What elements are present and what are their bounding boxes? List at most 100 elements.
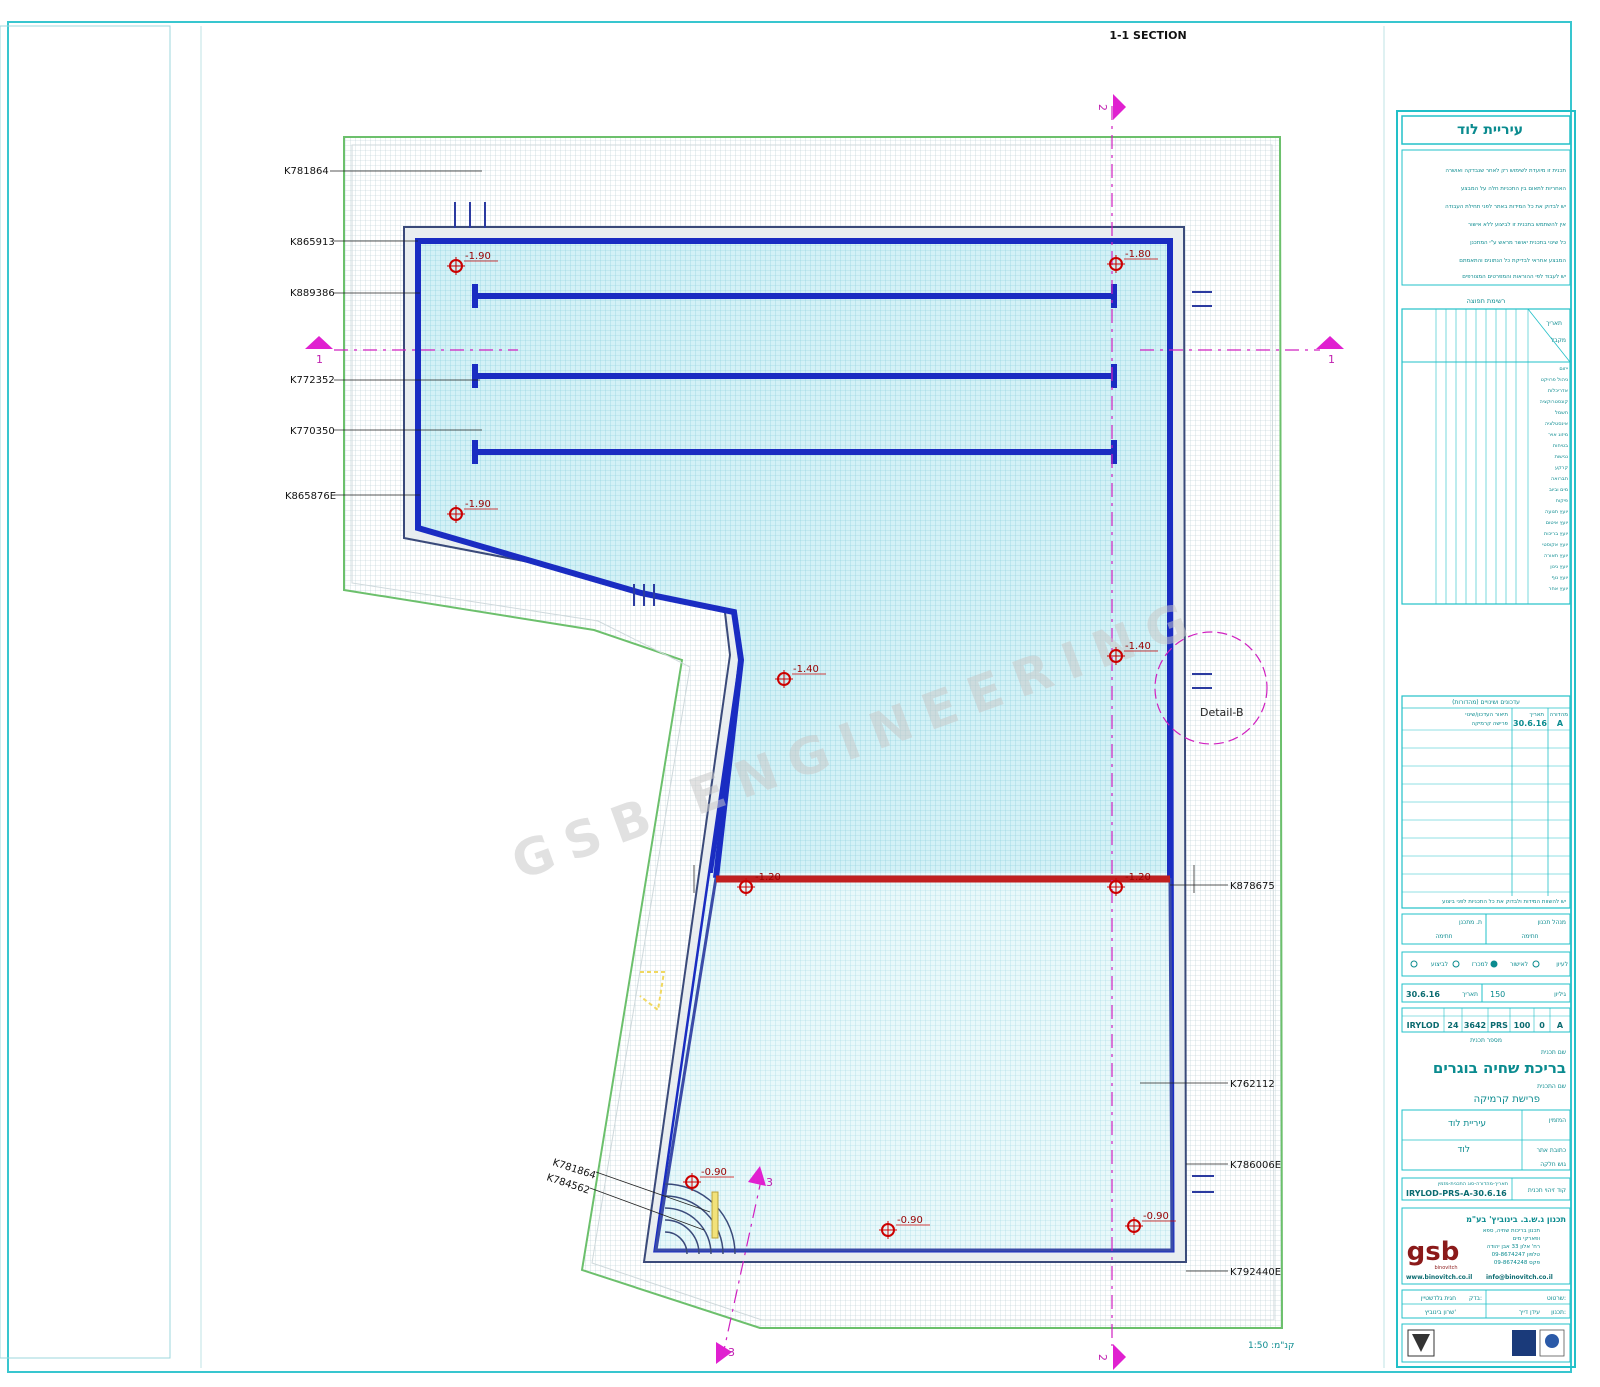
municipality-title: עיריית לוד [1457,122,1523,138]
roles-date-label: תאריך [1546,320,1562,327]
rev-col-rev: מהדורה [1549,712,1568,718]
level-markers: -1.90 -1.80 -1.90 -1.40 -1.40 -1.20 [447,249,1176,1239]
status-number-label: גיליון [1554,991,1566,998]
level-marker: -1.40 [775,664,826,688]
section-label-1-right: 1 [1328,353,1335,366]
designer-label: תכנון: [1551,1309,1566,1316]
note-line: האחריות לתאום בין התכניות חלה על המבצע [1461,185,1566,192]
status-radio-approval[interactable] [1490,960,1498,968]
firm-line: רח' אלון 33 אבן יהודה [1487,1243,1540,1250]
client-value: עיריית לוד [1448,1119,1486,1129]
level-marker: -1.40 [1107,641,1158,665]
title-block-frame [1396,110,1576,1368]
address-label: כתובת אתר [1537,1147,1566,1154]
client-label: המזמין [1549,1117,1566,1124]
rev-col-date: תאריך [1529,712,1544,718]
note-line: יש לעבוד לפי ההוראות והמפרטים המצורפים [1462,273,1566,280]
left-margin-panel [0,25,171,1359]
note-line: יש לבדוק את כל המידות באתר לפני תחילת הע… [1445,203,1566,210]
iso-badge-icon [1512,1329,1565,1357]
svg-text:-1.20: -1.20 [1125,872,1151,883]
level-marker: -0.90 [1125,1211,1176,1235]
label-gutter: K792440E [1230,1267,1281,1278]
roles-grid [1435,309,1529,604]
svg-text:-0.90: -0.90 [897,1215,923,1226]
firm-logo-bg [1406,1232,1462,1270]
svg-text:-0.90: -0.90 [701,1167,727,1178]
section-line-3 [723,1175,763,1351]
role-item: יועץ אחר [1549,586,1568,592]
role-item: מיזוג אויר [1548,432,1568,438]
note-line: המבצע אחראי לבדיקת כל הנתונים והתאמתם [1459,257,1566,264]
firm-line: ופארקי מים [1513,1236,1540,1242]
label-pool-floor: K770350 [290,426,335,437]
plan-name-label: שם התכנית [1537,1083,1566,1090]
level-marker: -1.80 [1107,249,1158,273]
role-item: אדריכלות [1548,388,1568,394]
level-marker: -1.90 [447,499,498,523]
svg-text:-1.90: -1.90 [465,251,491,262]
svg-text:-0.90: -0.90 [1143,1211,1169,1222]
section-label-1-left: 1 [316,353,323,366]
status-tender: למכרז [1472,961,1488,968]
role-item: יועץ בריכות [1544,531,1568,537]
rev-col-desc: תיאור העדכון/שינוי [1465,712,1508,718]
status-radio-tender[interactable] [1452,960,1460,968]
status-execution: לביצוע [1431,961,1448,968]
level-marker: -1.20 [737,872,781,896]
code-cell: PRS [1490,1021,1508,1030]
status-radio-review[interactable] [1532,960,1540,968]
svg-text:-1.90: -1.90 [465,499,491,510]
label-lane-tile: K772352 [290,375,335,386]
right-label-group: K878675 K762112 K786006E K792440E [1140,881,1281,1278]
section-label-3-bottom: 3 [728,1346,735,1359]
role-item: אינסטלציה [1545,421,1568,427]
firm-email: info@binovitch.co.il [1486,1274,1553,1281]
revisions-header: עדכונים ושינויים (מהדורות) [1452,699,1520,706]
status-radio-execution[interactable] [1410,960,1418,968]
section-marker-2-top [1113,94,1126,120]
ladder-marker [639,971,666,1012]
pool-deep-wall [415,238,1173,879]
roles-recipient-label: מקבל [1551,337,1566,344]
role-item: חשמל [1555,410,1568,416]
label-coping: K865913 [290,237,335,248]
code-cell: 100 [1514,1021,1531,1030]
file-caption: תאריך-מהדורה-סוג התכנית-מזמין [1438,1181,1508,1187]
firm-name: תכנון ג.ש.ב. בינוביץ' בע"מ [1466,1215,1566,1224]
title-block: עיריית לוד תכנית זו מיועדת לשימוש רק לאח… [1396,110,1576,1368]
firm-phone: טלפון 09-8674247 [1492,1251,1541,1258]
roles-header: רשימת תפוצה [1467,297,1506,305]
sheet-name-label: שם תכנית [1541,1049,1566,1056]
drawn-label: שרטוט: [1547,1295,1566,1302]
level-marker: -0.90 [879,1215,930,1239]
level-marker: -1.20 [1107,872,1151,896]
certification-icon [1407,1329,1435,1357]
label-depth-line: K878675 [1230,881,1275,892]
firm-logo: gsb [1407,1237,1460,1267]
section-marker-3-bottom [716,1342,732,1364]
svg-text:-1.40: -1.40 [793,664,819,675]
roles-list: ייזום ניהול פרויקט אדריכלות קונסטרוקציה … [1540,366,1569,592]
sign-right-sub: חתימה [1435,933,1452,940]
section-marker-3-top [748,1166,766,1186]
label-edge-tile: K865876E [285,491,336,502]
rev-row-desc: פרישה קרמיקה [1472,721,1509,727]
status-date: 30.6.16 [1406,990,1440,999]
rev-row-date: 30.6.16 [1513,719,1547,728]
revision-warning: יש להשוות המידות ולבדוק את כל התכניות לפ… [1442,898,1566,905]
note-line: תכנית זו מיועדת לשימוש רק לאחר שנבדקה וא… [1445,167,1566,174]
steps-handrail [711,1191,719,1239]
role-item: יועץ גינון [1550,564,1568,570]
code-cell: A [1557,1021,1564,1030]
code-cell: IRYLOD [1407,1021,1440,1030]
role-item: קרקע [1555,465,1568,471]
role-item: מים וביוב [1549,487,1568,493]
role-item: ניהול פרויקט [1541,377,1568,383]
role-item: יועץ נוף [1552,575,1568,581]
sheet-outer-frame [7,21,1572,1373]
file-label: קוד זיהוי תכנית [1528,1187,1566,1194]
firm-fax: פקס 09-8674248 [1494,1260,1541,1266]
parcel-label: גוש חלקה [1540,1161,1566,1168]
